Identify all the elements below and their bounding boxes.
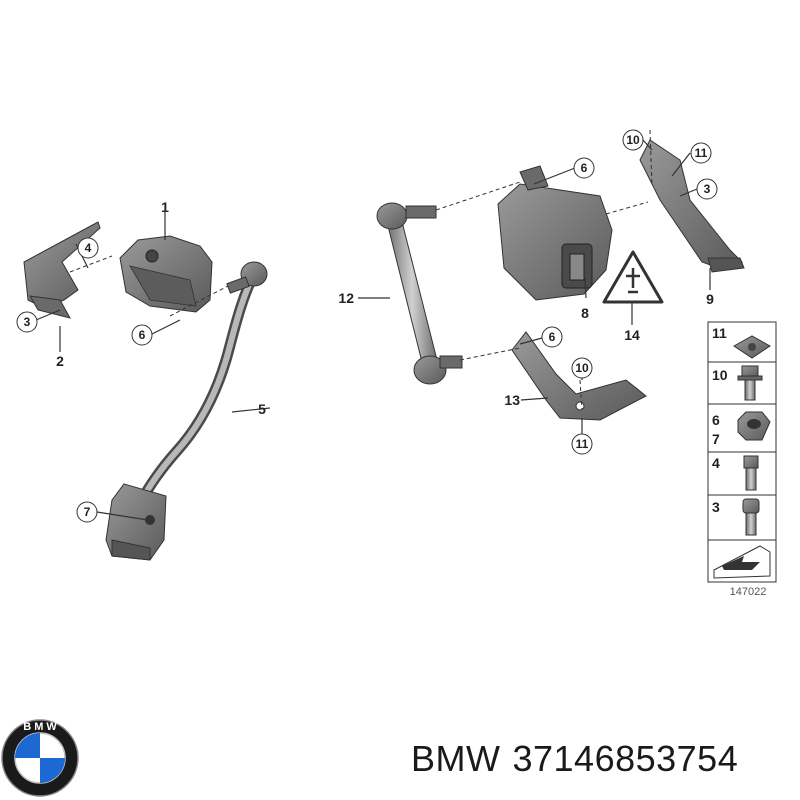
- flange-bolt-icon: [737, 365, 763, 401]
- brand-name: BMW: [411, 738, 501, 779]
- callout-7: 7: [84, 505, 91, 519]
- svg-text:B M W: B M W: [23, 721, 57, 733]
- callout-6-lower: 6: [549, 330, 556, 344]
- callout-11-upper: 11: [695, 146, 708, 160]
- ride-height-sensor-part-8: [497, 165, 613, 301]
- socket-bolt-icon: [742, 498, 760, 536]
- callout-10-upper: 10: [626, 133, 640, 147]
- callout-3: 3: [24, 315, 31, 329]
- callout-8: 8: [581, 305, 589, 321]
- parts-panel: 11 10 6 7 4 3 14702: [707, 321, 777, 598]
- esd-warning-triangle-part-14: [602, 250, 664, 304]
- callout-13: 13: [504, 392, 520, 408]
- panel-row-label-7: 7: [712, 431, 720, 447]
- reference-number: 147022: [730, 586, 767, 598]
- panel-row-label-4: 4: [712, 455, 720, 471]
- panel-row-label-10: 10: [712, 367, 728, 383]
- panel-row-label-11: 11: [712, 325, 727, 341]
- hex-bolt-icon: [743, 455, 759, 491]
- bracket-part-2: [23, 221, 101, 319]
- callout-11-lower: 11: [576, 437, 589, 451]
- callout-10-lower: 10: [575, 361, 589, 375]
- assembly-lines: [69, 129, 653, 411]
- wedge-arrow-icon: [713, 545, 771, 579]
- panel-row-label-6: 6: [712, 412, 720, 428]
- bracket-part-9: [639, 139, 745, 273]
- clamp-bracket-part-7: [105, 483, 167, 561]
- ride-height-sensor-part-1: [119, 235, 213, 313]
- callouts: 1 2 3 4 5 6 7 6 8 10 11 3 9 12 14 6 10 1…: [16, 129, 718, 523]
- coupling-rod-part-12: [376, 202, 463, 385]
- callout-3-right: 3: [704, 182, 711, 196]
- link-rod-part-5: [136, 261, 268, 506]
- leader-lines: [35, 139, 711, 521]
- panel-row-label-3: 3: [712, 499, 720, 515]
- callout-6: 6: [139, 328, 146, 342]
- callout-12: 12: [338, 290, 354, 306]
- brand-part-number: BMW 37146853754: [411, 738, 750, 780]
- callout-2: 2: [56, 353, 64, 369]
- callout-1: 1: [161, 199, 169, 215]
- bmw-logo: B M W: [1, 719, 79, 797]
- callout-9: 9: [706, 291, 714, 307]
- callout-6-upper: 6: [581, 161, 588, 175]
- callout-4: 4: [85, 241, 92, 255]
- clip-nut-icon: [733, 335, 771, 359]
- part-number: 37146853754: [512, 738, 739, 779]
- callout-14: 14: [624, 327, 640, 343]
- hex-nut-icon: [737, 411, 771, 441]
- callout-5: 5: [258, 401, 266, 417]
